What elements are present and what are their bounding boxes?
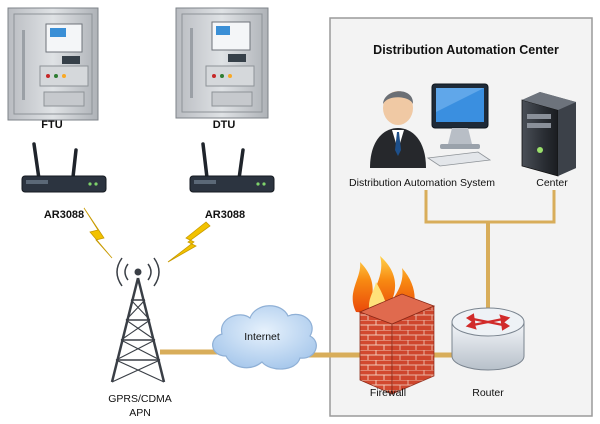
dtu-router: AR3088 [189,142,275,221]
lightning-bolt-icon [83,207,113,259]
router-label: Router [472,387,504,399]
ftu-router: AR3088 [21,142,107,221]
system-label: Distribution Automation System [349,177,495,189]
firewall-label: Firewall [370,387,406,399]
router-icon [451,307,525,371]
dtu-router-label: AR3088 [205,209,245,221]
tower-label-line1: GPRS/CDMA [108,393,172,405]
ftu-cabinet: FTU [7,7,99,131]
center-title: Distribution Automation Center [373,43,559,57]
network-links [160,190,556,358]
firewall-icon [352,256,436,395]
dtu-cabinet: DTU [175,7,269,131]
ftu-router-label: AR3088 [44,209,84,221]
dtu-label: DTU [213,119,236,131]
tower-label-line2: APN [129,407,151,419]
link-hub-bus [424,190,556,224]
lightning-bolt-icon [167,221,211,263]
operator-workstation-icon [370,83,492,168]
server-label: Center [536,177,568,189]
cell-tower-icon [110,257,166,383]
internet-cloud-icon: Internet [212,305,317,370]
cloud-label: Internet [244,331,280,343]
server-tower-icon [521,92,576,177]
ftu-label: FTU [41,119,62,131]
wireless-signal-icons [83,207,211,263]
